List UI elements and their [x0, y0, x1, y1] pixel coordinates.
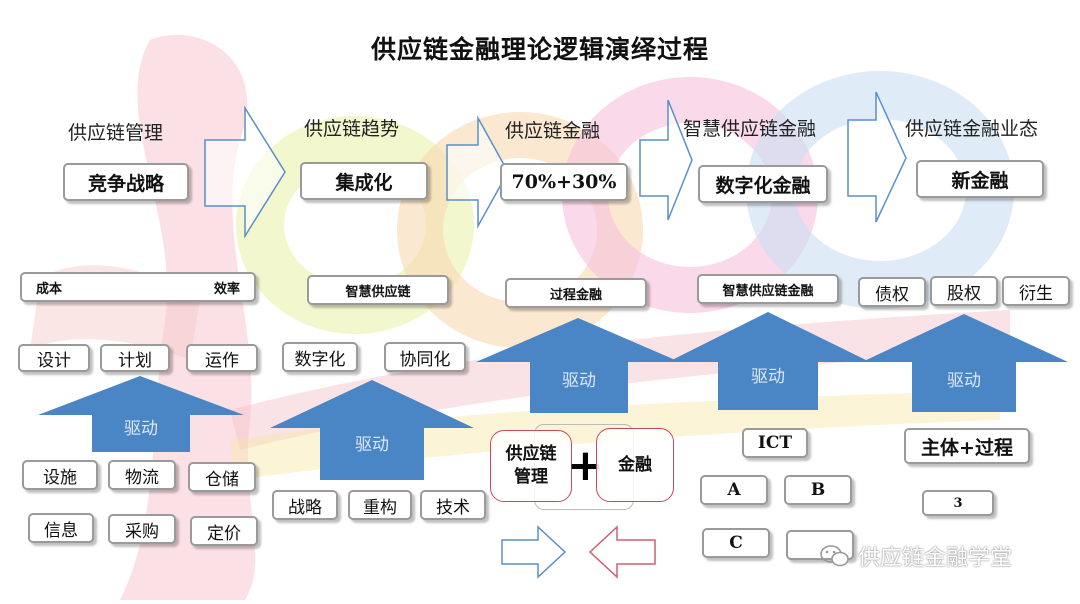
stage-heading-4: 智慧供应链金融 [683, 118, 817, 140]
watermark-text: 供应链金融学堂 [858, 546, 1013, 571]
drive-arrow-3 [476, 318, 680, 413]
diagram-title: 供应链金融理论逻辑演绎过程 [370, 35, 709, 64]
information-box: 信息 [28, 513, 94, 543]
facility-box: 设施 [22, 460, 98, 490]
stage-heading-3: 供应链金融 [505, 120, 601, 142]
debt-box: 债权 [858, 277, 926, 307]
stage-keyword-2: 集成化 [300, 162, 428, 200]
collaboration-box: 协同化 [384, 342, 466, 372]
pricing-box: 定价 [190, 516, 258, 546]
stage-heading-1: 供应链管理 [68, 122, 164, 144]
stage-heading-2: 供应链趋势 [304, 118, 400, 140]
wechat-icon [820, 545, 849, 567]
grid-box-b: B [784, 475, 852, 505]
stage-keyword-4: 数字化金融 [698, 165, 828, 203]
derivative-box: 衍生 [1002, 276, 1070, 306]
stage-keyword-5: 新金融 [916, 160, 1044, 198]
smart-supply-chain-box: 智慧供应链 [307, 275, 449, 305]
drive-label-3: 驱动 [562, 371, 596, 391]
drive-label-5: 驱动 [947, 371, 981, 391]
operation-box: 运作 [186, 344, 258, 372]
drive-label-2: 驱动 [355, 435, 389, 455]
process-finance-box: 过程金融 [505, 278, 647, 308]
grid-box-a: A [700, 475, 768, 505]
outline-arrow-right-1 [204, 105, 286, 239]
stage-keyword-1: 竞争战略 [63, 163, 189, 201]
strategy-box: 战略 [272, 490, 338, 520]
efficiency-label: 效率 [213, 281, 240, 297]
drive-arrow-2 [270, 380, 474, 480]
technology-box: 技术 [420, 490, 486, 520]
cost-efficiency-bar: 成本 效率 [20, 272, 256, 302]
plan-box: 计划 [100, 344, 170, 372]
drive-label-1: 驱动 [124, 419, 158, 439]
outline-arrow-right-4 [847, 91, 907, 223]
watermark: 供应链金融学堂 [820, 540, 1012, 572]
stage-keyword-3: 70%+30% [500, 163, 628, 201]
cost-label: 成本 [36, 281, 63, 297]
equity-box: 股权 [930, 276, 998, 306]
logistics-box: 物流 [108, 460, 176, 490]
grid-box-c: C [702, 528, 770, 558]
outline-arrow-right-2 [446, 115, 509, 229]
drive-label-4: 驱动 [751, 367, 785, 387]
subject-process-box: 主体+过程 [904, 428, 1030, 464]
outline-arrow-right-3 [639, 99, 693, 221]
ict-box: ICT [742, 428, 808, 458]
three-box: 3 [922, 490, 994, 516]
outline-arrow-blue-bottom [501, 525, 567, 579]
warehouse-box: 仓储 [188, 462, 256, 492]
scm-box: 供应链 管理 [490, 430, 572, 502]
stage-heading-5: 供应链金融业态 [905, 118, 1039, 140]
smart-scf-box: 智慧供应链金融 [697, 274, 839, 304]
outline-arrow-red-bottom [588, 525, 656, 579]
finance-box: 金融 [596, 428, 674, 502]
procurement-box: 采购 [108, 514, 176, 544]
restructure-box: 重构 [348, 490, 412, 520]
digitalization-box: 数字化 [282, 342, 358, 372]
drive-arrow-5 [862, 314, 1068, 412]
design-box: 设计 [18, 344, 90, 372]
drive-arrow-4 [668, 312, 870, 410]
drive-arrow-1 [38, 376, 244, 452]
